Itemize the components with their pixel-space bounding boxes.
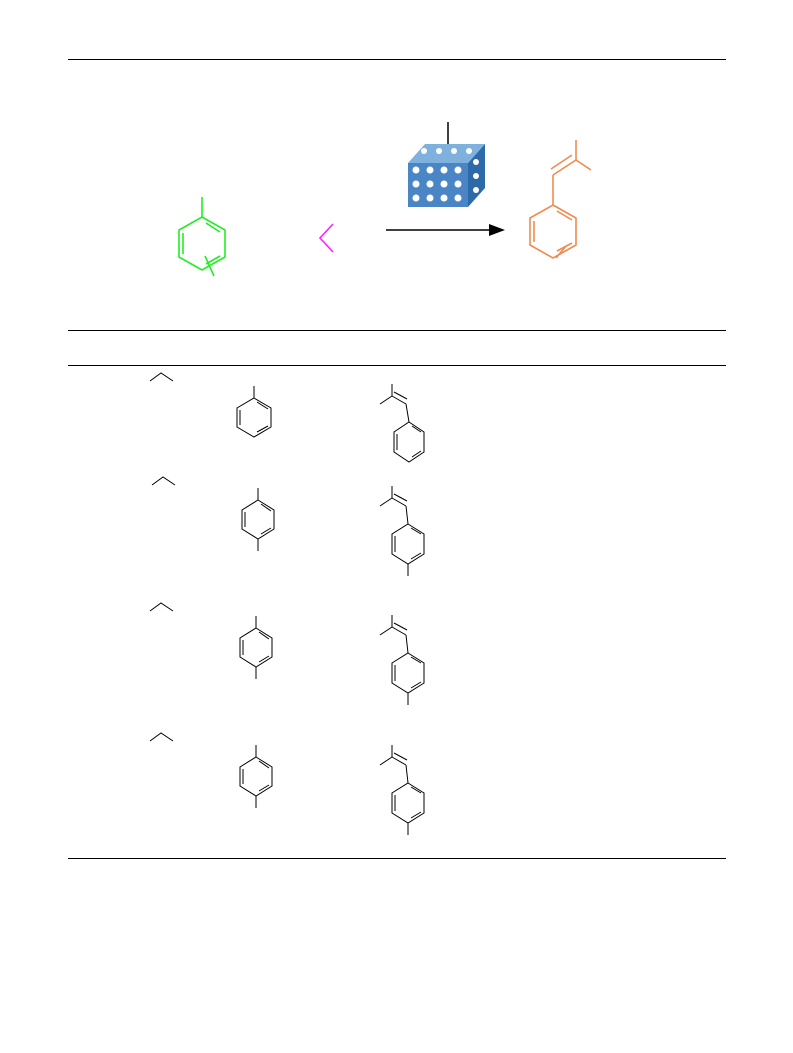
reaction-arrow-icon (386, 224, 505, 236)
table-bottom-rule (68, 858, 726, 859)
table-row-1-entry-propenyl-icon (149, 372, 174, 382)
table-row-2-substrate-p-xylene-icon (241, 488, 275, 551)
table-header-rule (68, 365, 726, 366)
top-rule (68, 59, 726, 60)
table-row-3-substrate-p-xylene-icon (239, 616, 273, 679)
table-row-1-substrate-toluene-icon (236, 386, 272, 438)
table-row-1-product-styrene-icon (379, 384, 425, 463)
table-row-3-entry-propenyl-icon (149, 602, 174, 612)
table-row-4-entry-propenyl-icon (149, 732, 174, 742)
reaction-scheme (178, 122, 592, 277)
reagent-icon (318, 223, 334, 253)
reactant-arene-icon (178, 197, 226, 277)
table-top-rule (68, 330, 726, 331)
table-row-3-product-methylstyrene-icon (379, 615, 425, 705)
table-row-2-entry-propenyl-icon (151, 476, 176, 486)
table-row-4-substrate-p-xylene-icon (239, 745, 273, 808)
table-row-4-product-methylstyrene-icon (379, 745, 425, 835)
porous-catalyst-block-icon (408, 122, 485, 207)
product-styrene-icon (529, 140, 592, 259)
table-row-2-product-methylstyrene-icon (379, 486, 425, 576)
